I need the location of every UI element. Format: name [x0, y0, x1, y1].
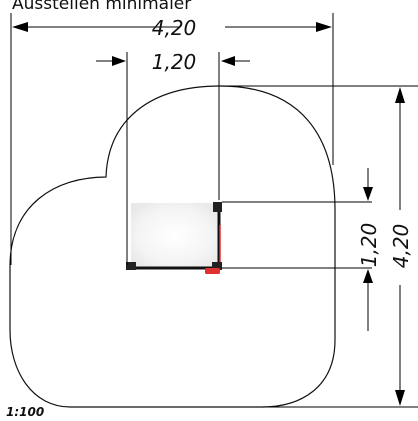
dim-inner-width: 1,20 — [152, 50, 197, 74]
dim-overall-width: 4,20 — [152, 16, 197, 40]
arrow-overall-width-left — [12, 22, 28, 32]
arrow-inner-height-bottom — [363, 269, 373, 283]
dim-inner-height: 1,20 — [357, 223, 381, 268]
arrow-overall-height-top — [395, 87, 405, 103]
element-corner-top-right — [213, 202, 222, 212]
scale-label: 1:100 — [6, 405, 44, 419]
element-corner-bottom-left — [126, 262, 136, 270]
accent-marker — [205, 268, 220, 274]
arrow-inner-height-top — [363, 187, 373, 201]
inner-shaded-area — [131, 203, 219, 269]
dim-overall-height: 4,20 — [389, 224, 413, 269]
element-corner-bottom-right — [212, 262, 222, 270]
arrow-overall-height-bottom — [395, 390, 405, 406]
arrow-inner-width-left — [112, 56, 126, 66]
arrow-overall-width-right — [316, 22, 332, 32]
arrow-inner-width-right — [221, 56, 235, 66]
title: Ausstellen minimaler — [12, 0, 191, 14]
